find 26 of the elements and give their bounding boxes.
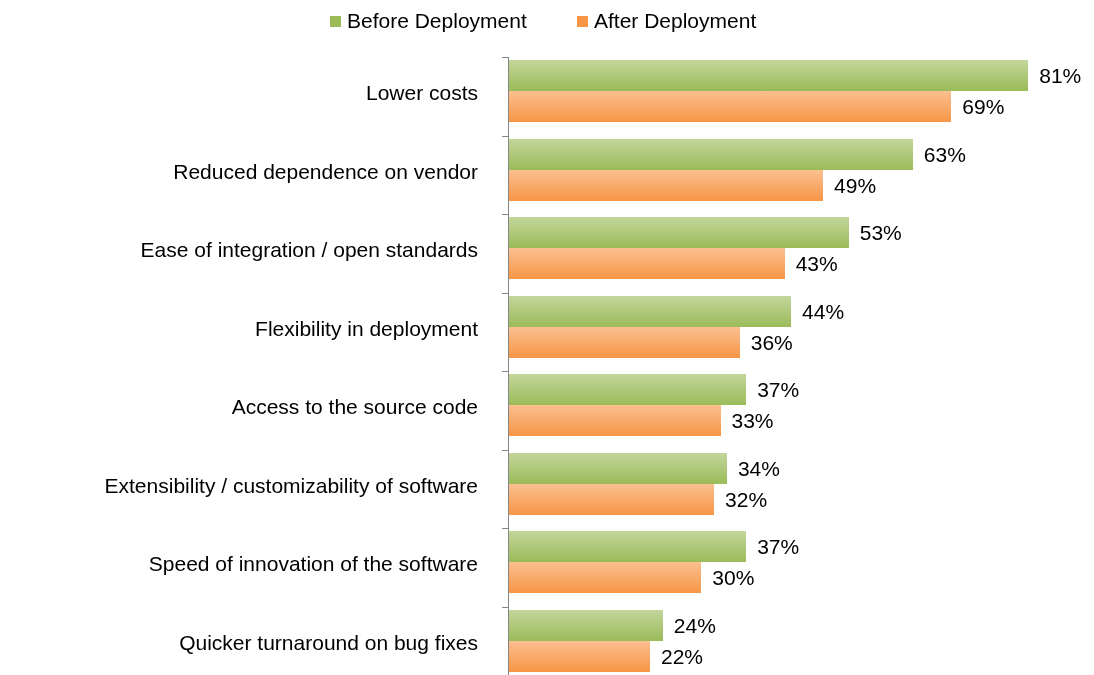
value-label: 33% [731, 409, 774, 433]
value-label: 63% [923, 142, 966, 167]
legend-label: After Deployment [594, 9, 757, 33]
value-label: 32% [725, 487, 768, 512]
value-label: 36% [750, 330, 793, 355]
value-label: 34% [737, 456, 780, 481]
category-label: Flexibility in deployment [255, 316, 478, 341]
category-label: Speed of innovation of the software [148, 552, 478, 576]
legend-label: Before Deployment [347, 9, 527, 33]
category-label: Access to the source code [231, 395, 478, 419]
value-label: 37% [757, 535, 800, 559]
value-label: 30% [712, 566, 755, 590]
value-label: 24% [673, 613, 716, 638]
category-label: Reduced dependence on vendor [173, 159, 478, 184]
value-label: 81% [1039, 64, 1082, 88]
value-label: 22% [661, 644, 704, 669]
value-label: 69% [962, 95, 1005, 119]
value-label: 43% [795, 252, 838, 276]
category-label: Ease of integration / open standards [140, 238, 478, 262]
category-label: Quicker turnaround on bug fixes [179, 630, 478, 655]
category-label: Extensibility / customizability of software [104, 473, 478, 498]
value-label: 44% [802, 299, 845, 324]
value-label: 37% [757, 378, 800, 402]
value-label: 53% [859, 221, 902, 245]
category-label: Lower costs [365, 81, 478, 105]
value-label: 49% [834, 173, 877, 198]
